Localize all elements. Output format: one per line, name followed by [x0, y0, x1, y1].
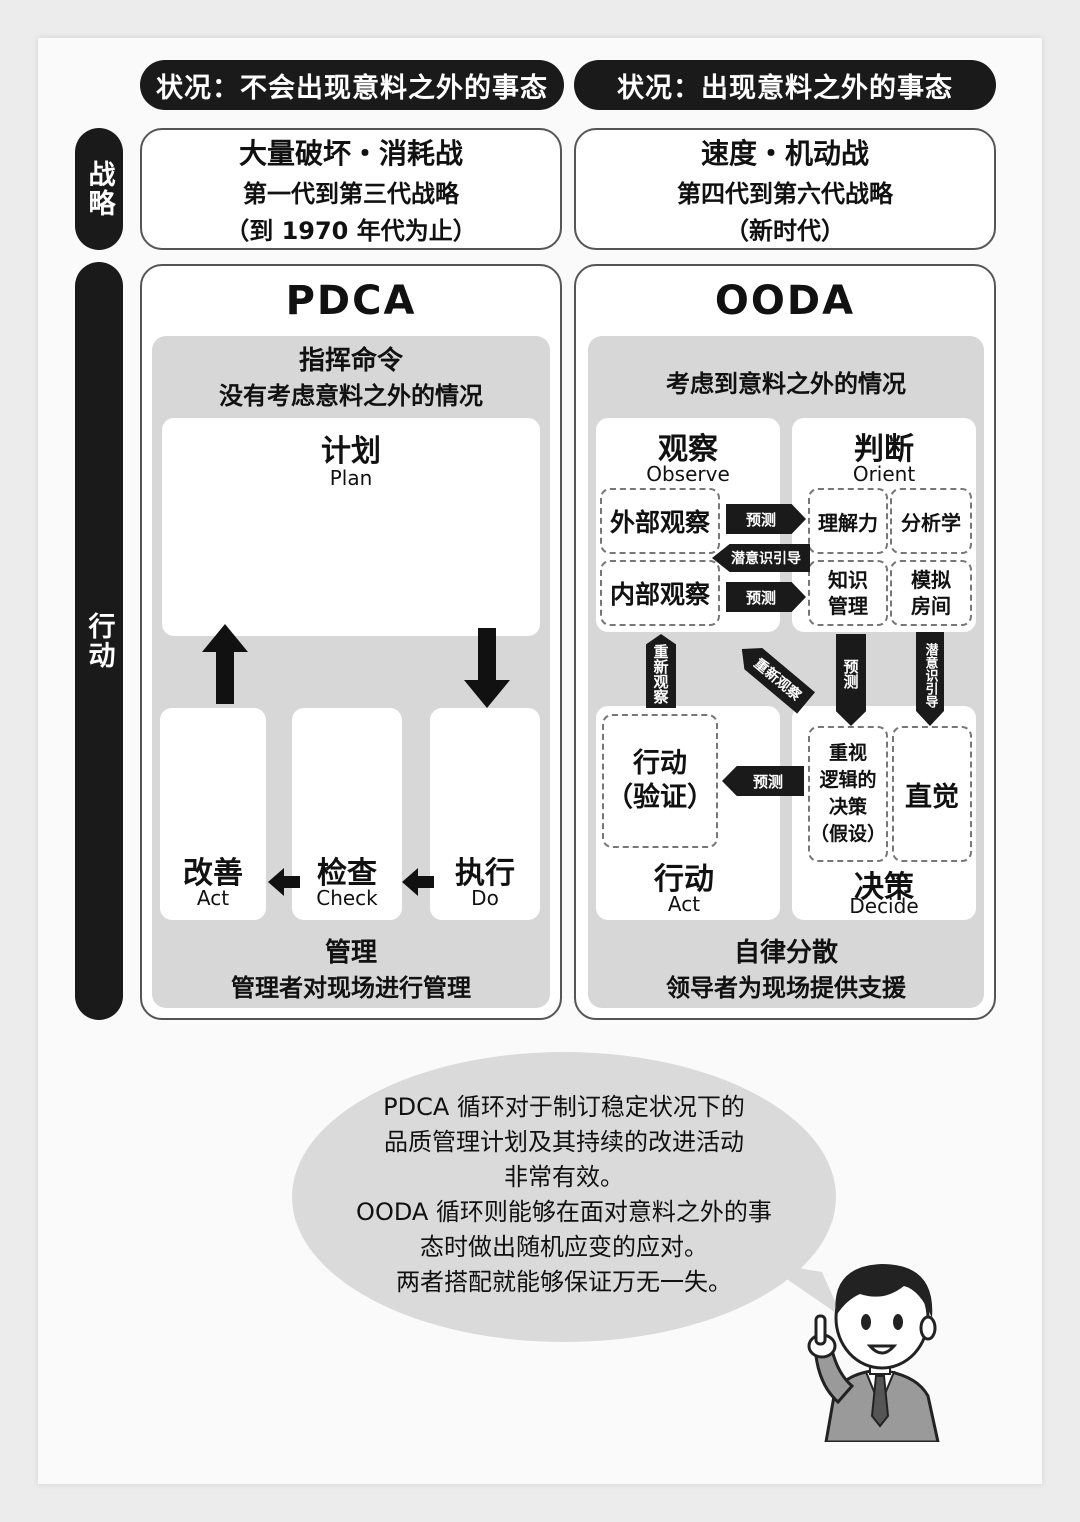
pdca-act-box: [160, 708, 266, 920]
side-action-pill: 行动: [75, 262, 123, 1020]
pdca-bottom-title: 管理: [324, 938, 377, 968]
header-left-text: 状况：不会出现意料之外的事态: [156, 72, 548, 104]
bubble-line-5: 态时做出随机应变的应对。: [420, 1233, 708, 1261]
bubble-line-2: 品质管理计划及其持续的改进活动: [384, 1128, 744, 1156]
ooda-reobserve-vtag: 重新观察: [646, 634, 676, 708]
strategy-right-box: 速度・机动战 第四代到第六代战略 （新时代）: [574, 128, 996, 250]
ooda-understanding-box: 理解力: [808, 488, 888, 554]
ooda-act-verify-box: 行动 （验证）: [602, 714, 718, 848]
ooda-understanding-text: 理解力: [818, 510, 878, 535]
ooda-logic-box: 重视 逻辑的 决策 （假设）: [808, 726, 888, 862]
pdca-arrow-up-icon: [202, 624, 248, 704]
ooda-analytics-box: 分析学: [890, 488, 972, 554]
speech-bubble-text: PDCA 循环对于制订稳定状况下的 品质管理计划及其持续的改进活动 非常有效。 …: [300, 1090, 828, 1300]
strategy-left-title: 大量破坏・消耗战: [238, 137, 463, 170]
ooda-external-text: 外部观察: [609, 508, 710, 537]
pdca-act-cn: 改善: [183, 856, 243, 891]
strategy-left-line2: 第一代到第三代战略: [243, 180, 459, 208]
ooda-predict-tag-2-text: 预测: [745, 588, 776, 607]
pdca-title: PDCA: [285, 278, 417, 324]
pdca-arrow-down-icon: [464, 628, 510, 708]
ooda-intuition-box: 直觉: [892, 726, 972, 862]
ooda-predict-vtag-text: 预测: [841, 659, 860, 689]
pdca-do-box: [430, 708, 540, 920]
pdca-top-sub: 没有考虑意料之外的情况: [219, 382, 483, 410]
ooda-title: OODA: [714, 278, 856, 324]
ooda-observe-cn: 观察: [658, 432, 718, 467]
bubble-line-3: 非常有效。: [504, 1163, 624, 1191]
ooda-bottom-sub: 领导者为现场提供支援: [666, 974, 906, 1002]
side-strategy-pill: 战略: [75, 128, 123, 250]
pdca-check-cn: 检查: [317, 856, 377, 891]
strategy-right-title: 速度・机动战: [700, 137, 869, 170]
pdca-arrow-do-to-check-icon: [402, 868, 434, 896]
pdca-plan-cn: 计划: [321, 434, 381, 469]
side-strategy-text: 战略: [83, 160, 115, 218]
ooda-subconscious-vtag-text: 潜意识引导: [922, 642, 938, 708]
ooda-act-en: Act: [667, 892, 701, 916]
ooda-bottom-title: 自律分散: [733, 938, 838, 968]
ooda-predict-tag-2: 预测: [726, 582, 806, 612]
ooda-intuition-text: 直觉: [905, 781, 959, 813]
pdca-do-en: Do: [471, 886, 499, 910]
pdca-check-en: Check: [316, 886, 378, 910]
pdca-plan-box: [162, 418, 540, 636]
bubble-line-6: 两者搭配就能够保证万无一失。: [396, 1268, 732, 1296]
pdca-top-title: 指挥命令: [298, 346, 403, 376]
strategy-right-line3: （新时代）: [725, 217, 845, 245]
ooda-simulation-box: 模拟 房间: [890, 560, 972, 626]
ooda-predict-tag-1-text: 预测: [745, 510, 776, 529]
pdca-plan-en: Plan: [329, 466, 373, 490]
speech-bubble: [292, 1052, 836, 1342]
strategy-left-box: 大量破坏・消耗战 第一代到第三代战略 （到 1970 年代为止）: [140, 128, 562, 250]
ooda-knowledge-box: 知识 管理: [808, 560, 888, 626]
ooda-observe-en: Observe: [646, 462, 730, 486]
bubble-line-1: PDCA 循环对于制订稳定状况下的: [383, 1093, 745, 1121]
ooda-top-sub: 考虑到意料之外的情况: [666, 370, 906, 398]
pdca-bottom-sub: 管理者对现场进行管理: [231, 974, 471, 1002]
ooda-orient-cn: 判断: [854, 432, 914, 467]
ooda-subconscious-vtag: 潜意识引导: [916, 632, 944, 726]
ooda-predict-tag-1: 预测: [726, 504, 806, 534]
ooda-analytics-text: 分析学: [901, 510, 961, 535]
ooda-orient-en: Orient: [852, 462, 916, 486]
side-action-text: 行动: [83, 612, 115, 670]
ooda-internal-box: 内部观察: [600, 560, 720, 626]
ooda-decide-en: Decide: [849, 894, 919, 918]
bubble-line-4: OODA 循环则能够在面对意料之外的事: [356, 1198, 772, 1226]
ooda-act-verify-text: 行动 （验证）: [606, 748, 714, 813]
ooda-predict-tag-3-text: 预测: [752, 772, 783, 791]
speech-bubble-tail-icon: [762, 1262, 842, 1317]
ooda-predict-vtag: 预测: [836, 634, 866, 726]
pdca-arrow-check-to-act-icon: [268, 868, 300, 896]
ooda-decide-cn: 决策: [854, 870, 914, 905]
header-left-pill: 状况：不会出现意料之外的事态: [140, 60, 564, 110]
ooda-simulation-text: 模拟 房间: [911, 568, 951, 618]
ooda-subconscious-tag: 潜意识引导: [712, 544, 810, 572]
pdca-check-box: [292, 708, 402, 920]
ooda-external-box: 外部观察: [600, 488, 720, 554]
ooda-reobserve-vtag-text: 重新观察: [651, 644, 670, 704]
ooda-internal-text: 内部观察: [609, 580, 710, 609]
header-right-pill: 状况：出现意料之外的事态: [574, 60, 996, 110]
ooda-subconscious-tag-text: 潜意识引导: [731, 551, 801, 567]
ooda-knowledge-text: 知识 管理: [828, 568, 868, 618]
ooda-logic-text: 重视 逻辑的 决策 （假设）: [810, 742, 887, 845]
pdca-do-cn: 执行: [455, 856, 515, 891]
ooda-predict-tag-3: 预测: [722, 766, 804, 796]
businessman-illustration: [807, 1264, 940, 1442]
header-right-text: 状况：出现意料之外的事态: [617, 72, 953, 104]
strategy-left-line3: （到 1970 年代为止）: [225, 217, 477, 245]
pdca-act-en: Act: [196, 886, 230, 910]
strategy-right-line2: 第四代到第六代战略: [677, 180, 893, 208]
ooda-act-cn: 行动: [654, 862, 714, 897]
